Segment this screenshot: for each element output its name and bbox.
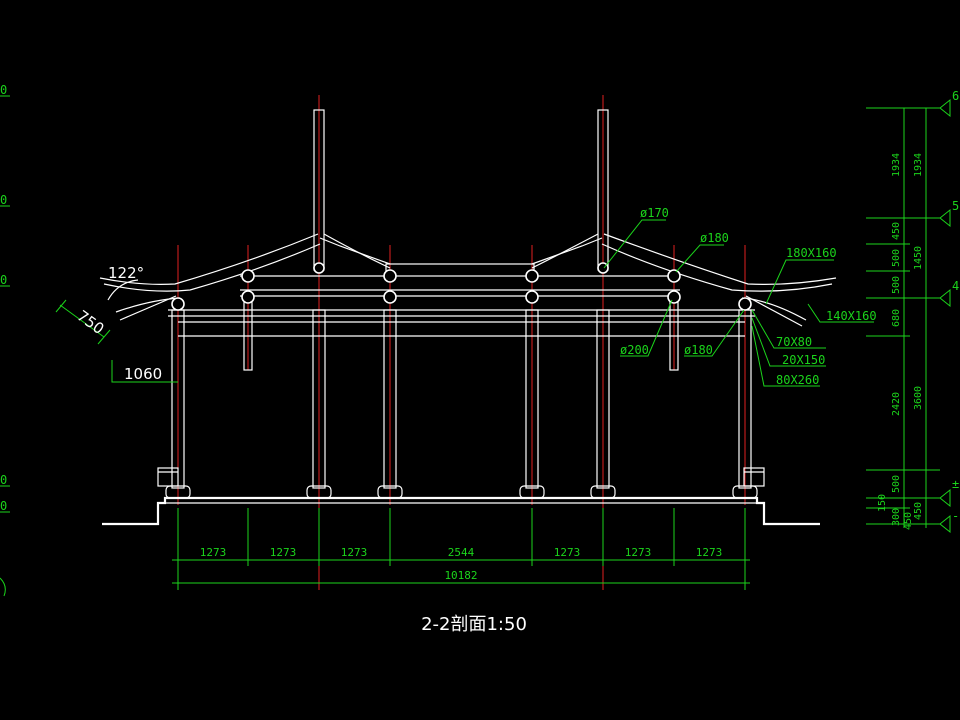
purlins (171, 262, 752, 311)
dim-bottom-3: 1273 (341, 546, 368, 559)
dim-right-150: 150 (877, 494, 888, 512)
dim-bottom-2: 1273 (270, 546, 297, 559)
dim-right-680: 680 (891, 309, 902, 327)
edge-mark-right-3: 4 (952, 279, 959, 293)
dia-180-bottom-label: ø180 (684, 343, 713, 357)
axis-lines (177, 95, 746, 590)
dia-180-top-label: ø180 (700, 231, 729, 245)
dim-bottom-6: 1273 (625, 546, 652, 559)
dim-right-500b: 500 (891, 276, 902, 294)
dim-right-2420: 2420 (891, 392, 902, 416)
angle-label: 122° (108, 264, 144, 282)
beam-70x80-label: 70X80 (776, 335, 812, 349)
left-annotations: 122° 750 1060 (55, 264, 178, 383)
edge-mark-right-1: 6 (952, 89, 959, 103)
dim-right-450c: 450 (903, 512, 914, 530)
edge-mark-left-5: 0 (0, 499, 7, 513)
dim-right-1934b: 1934 (913, 153, 924, 177)
beams (168, 263, 755, 337)
dim-bottom-4: 2544 (448, 546, 475, 559)
columns (157, 299, 765, 499)
dim-right-3600: 3600 (913, 386, 924, 410)
beam-140x160-label: 140X160 (826, 309, 877, 323)
dim-right-500a: 500 (891, 249, 902, 267)
beam-20x150-label: 20X150 (782, 353, 825, 367)
dia-200-label: ø200 (620, 343, 649, 357)
dim-right-450a: 450 (891, 222, 902, 240)
dim-bottom-5: 1273 (554, 546, 581, 559)
dim-right-1934a: 1934 (891, 153, 902, 177)
dim-bottom-1: 1273 (200, 546, 227, 559)
edge-mark-right-4: ± (952, 477, 959, 491)
drawing-title: 2-2剖面1:50 (421, 614, 527, 635)
member-annotations: ø170 ø180 ø200 ø180 180X160 140X160 70X8… (603, 206, 877, 387)
dia-170-label: ø170 (640, 206, 669, 220)
tall-posts (313, 109, 609, 271)
edge-mark-right-2: 5 (952, 199, 959, 213)
dim-right-450b: 450 (913, 502, 924, 520)
edge-mark-left-4: 0 (0, 473, 7, 487)
right-dimensions: 1934 450 500 500 680 2420 500 150 300 19… (866, 89, 959, 534)
eave-offset-label: 1060 (124, 365, 162, 383)
beam-80x260-label: 80X260 (776, 373, 819, 387)
ground-line (102, 496, 820, 526)
dim-total: 10182 (444, 569, 477, 582)
left-edge-marks: 0 0 0 0 0 (0, 83, 10, 597)
dim-right-300: 300 (891, 508, 902, 526)
edge-mark-left-2: 0 (0, 193, 7, 207)
eave-length-label: 750 (74, 307, 108, 338)
roof (99, 233, 837, 327)
bottom-dimensions: 1273 1273 1273 2544 1273 1273 1273 10182 (172, 508, 750, 590)
dim-right-1450: 1450 (913, 246, 924, 270)
edge-mark-left-1: 0 (0, 83, 7, 97)
edge-mark-left-3: 0 (0, 273, 7, 287)
edge-mark-right-5: - (952, 509, 959, 523)
dim-right-500c: 500 (891, 475, 902, 493)
dim-bottom-7: 1273 (696, 546, 723, 559)
beam-180x160-label: 180X160 (786, 246, 837, 260)
